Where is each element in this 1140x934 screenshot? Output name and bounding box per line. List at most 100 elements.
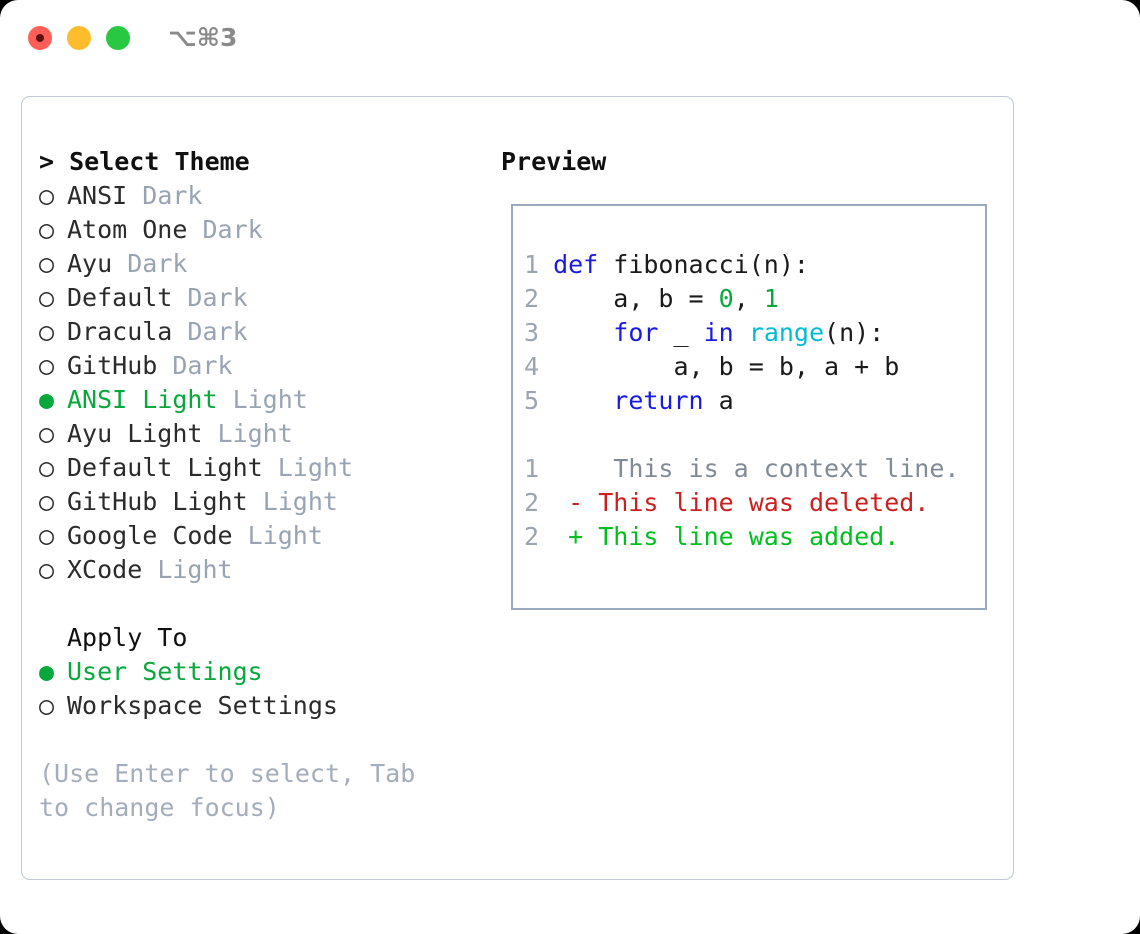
theme-name: ANSI [67, 181, 128, 210]
spacer [127, 181, 142, 210]
code-line: 4 a, b = b, a + b [524, 350, 977, 384]
radio-unselected-icon: ○ [39, 521, 55, 550]
radio-unselected-icon: ○ [39, 317, 55, 346]
theme-list-item[interactable]: ○ Ayu Dark [39, 247, 489, 281]
code-token: _ [658, 318, 704, 347]
radio-unselected-icon: ○ [39, 453, 55, 482]
theme-variant-tag: Light [262, 487, 338, 516]
diff-text: This is a context line. [583, 454, 960, 483]
window-title: ⌥⌘3 [168, 23, 238, 52]
radio-unselected-icon: ○ [39, 351, 55, 380]
spacer [172, 317, 187, 346]
theme-list-item[interactable]: ●ANSI Light Light [39, 383, 489, 417]
radio-unselected-icon: ○ [39, 419, 55, 448]
maximize-button-icon[interactable] [106, 26, 130, 50]
theme-list-item[interactable]: ○ Google Code Light [39, 519, 489, 553]
diff-text: This line was deleted. [583, 488, 930, 517]
line-number: 3 [524, 318, 540, 347]
line-number: 1 [524, 454, 540, 483]
radio-unselected-icon: ○ [39, 215, 55, 244]
apply-to-name: User Settings [67, 657, 263, 686]
theme-list-item[interactable]: ○GitHub Light Light [39, 485, 489, 519]
code-token: for [613, 318, 659, 347]
diff-line: 1 This is a context line. [524, 452, 977, 486]
diff-sample: 1 This is a context line.2 - This line w… [524, 452, 977, 554]
list-spacer [39, 587, 489, 621]
theme-name: GitHub [67, 351, 158, 380]
preview-title: Preview [501, 147, 607, 176]
theme-variant-tag: Light [247, 521, 323, 550]
theme-variant-tag: Light [217, 419, 293, 448]
theme-name: Google Code [67, 521, 233, 550]
close-button-icon[interactable] [28, 26, 52, 50]
code-diff-separator [524, 418, 977, 452]
code-token: return [613, 386, 704, 415]
theme-name: Ayu [67, 249, 113, 278]
diff-line: 2 - This line was deleted. [524, 486, 977, 520]
theme-variant-tag: Dark [142, 181, 203, 210]
code-token: 0 [718, 284, 734, 313]
code-token: (n): [824, 318, 885, 347]
theme-name: Default Light [67, 453, 263, 482]
spacer [112, 249, 127, 278]
code-line: 3 for _ in range(n): [524, 316, 977, 350]
theme-name: Dracula [67, 317, 173, 346]
radio-unselected-icon: ○ [39, 691, 55, 720]
theme-list-item[interactable]: ○XCode Light [39, 553, 489, 587]
radio-selected-icon: ● [39, 657, 55, 686]
code-token: a, b = [553, 284, 719, 313]
theme-list-item[interactable]: ○Atom One Dark [39, 213, 489, 247]
keyboard-hint: (Use Enter to select, Tab to change focu… [39, 759, 416, 822]
theme-list-item[interactable]: ○ GitHub Dark [39, 349, 489, 383]
apply-to-label: Apply To [67, 623, 188, 652]
apply-to-item[interactable]: ● User Settings [39, 655, 489, 689]
theme-list-item[interactable]: ○Default Dark [39, 281, 489, 315]
gutter-gap [538, 318, 553, 347]
theme-list[interactable]: ○ANSI Dark○Atom One Dark○Ayu Dark○Defaul… [39, 179, 489, 587]
theme-variant-tag: Dark [187, 317, 248, 346]
line-number: 5 [524, 386, 540, 415]
gutter-gap [538, 250, 553, 279]
spacer [172, 283, 187, 312]
code-line: 5 return a [524, 384, 977, 418]
code-token [553, 318, 613, 347]
title-bar: ⌥⌘3 [0, 0, 1140, 78]
line-number: 2 [524, 488, 540, 517]
theme-variant-tag: Dark [127, 249, 188, 278]
line-number: 4 [524, 352, 540, 381]
gutter-gap [538, 522, 568, 551]
line-number: 2 [524, 284, 540, 313]
code-token: range [748, 318, 825, 347]
gutter-gap [538, 386, 553, 415]
minimize-button-icon[interactable] [67, 26, 91, 50]
hint-spacer [39, 723, 489, 757]
code-token: , [733, 284, 764, 313]
code-token [734, 318, 749, 347]
code-line: 2 a, b = 0, 1 [524, 282, 977, 316]
line-number: 1 [524, 250, 540, 279]
spacer [142, 555, 157, 584]
apply-to-list[interactable]: ● User Settings ○Workspace Settings [39, 655, 489, 723]
spacer [233, 521, 248, 550]
apply-to-item[interactable]: ○Workspace Settings [39, 689, 489, 723]
theme-variant-tag: Light [277, 453, 353, 482]
theme-variant-tag: Dark [187, 283, 248, 312]
radio-unselected-icon: ○ [39, 249, 55, 278]
theme-variant-tag: Dark [202, 215, 263, 244]
theme-list-item[interactable]: ○ Default Light Light [39, 451, 489, 485]
theme-list-item[interactable]: ○ Ayu Light Light [39, 417, 489, 451]
theme-name: Ayu Light [67, 419, 203, 448]
code-token: a, b = b, a + b [553, 352, 900, 381]
theme-list-item[interactable]: ○ANSI Dark [39, 179, 489, 213]
theme-name: Default [67, 283, 173, 312]
traffic-light-buttons [28, 26, 130, 50]
code-line: 1 def fibonacci(n): [524, 248, 977, 282]
gutter-gap [538, 352, 553, 381]
diff-line: 2 + This line was added. [524, 520, 977, 554]
gutter-gap [538, 284, 553, 313]
theme-list-item[interactable]: ○ Dracula Dark [39, 315, 489, 349]
theme-variant-tag: Dark [172, 351, 233, 380]
spacer [263, 453, 278, 482]
gutter-gap [538, 488, 568, 517]
